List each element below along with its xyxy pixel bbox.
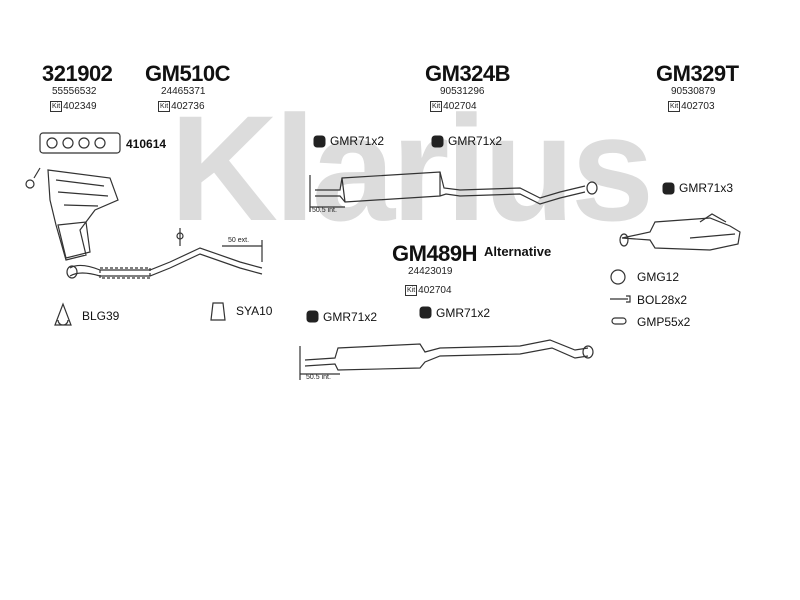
kit-gm329t: Kit 402703 <box>668 101 715 112</box>
gmr-label-top-right: GMR71x2 <box>448 134 503 148</box>
blg39-label: BLG39 <box>82 309 120 323</box>
dimension-50-ext: 50 ext. <box>228 237 250 244</box>
kit-number: 402349 <box>63 101 97 112</box>
kit-icon: Kit <box>158 101 171 112</box>
bol28x2-bolt-drawing <box>610 295 631 303</box>
part-code-gm329t: GM329T <box>656 61 739 86</box>
part-code-gm510c: GM510C <box>145 61 231 86</box>
kit-icon: Kit <box>668 101 681 112</box>
front-pipe-drawing <box>66 228 263 279</box>
oe-number-gm329t: 90530879 <box>671 86 716 97</box>
oe-number-321902: 55556532 <box>52 86 97 97</box>
manifold-catalyst-drawing <box>25 167 119 261</box>
manifold-gasket-drawing <box>39 132 121 154</box>
gmr-hanger-icon <box>662 182 675 195</box>
gmr-hanger-icon <box>313 135 326 148</box>
kit-321902: Kit 402349 <box>50 101 97 112</box>
kit-gm324b: Kit 402704 <box>430 101 477 112</box>
alternative-silencer-drawing <box>299 339 594 380</box>
kit-icon: Kit <box>50 101 63 112</box>
gmr-hanger-icon <box>306 310 319 323</box>
dimension-50-5-int-bottom: 50.5 int. <box>306 374 331 381</box>
alternative-label: Alternative <box>484 244 552 259</box>
middle-silencer-drawing <box>309 171 598 212</box>
oe-number-gm489h: 24423019 <box>408 266 453 277</box>
bol28x2-label: BOL28x2 <box>637 293 688 307</box>
gasket-410614-label: 410614 <box>126 137 167 151</box>
gmp55x2-clamp-drawing <box>611 317 627 325</box>
klarius-watermark: Klarius <box>170 100 655 240</box>
gmg12-ring-drawing <box>610 269 626 285</box>
oe-number-gm510c: 24465371 <box>161 86 206 97</box>
kit-icon: Kit <box>405 285 418 296</box>
kit-number: 402704 <box>443 101 477 112</box>
kit-icon: Kit <box>430 101 443 112</box>
dimension-50-5-int-top: 50.5 int. <box>312 207 337 214</box>
oe-number-gm324b: 90531296 <box>440 86 485 97</box>
svg-text:Klarius: Klarius <box>170 100 651 240</box>
part-code-321902: 321902 <box>42 61 113 86</box>
sya10-hanger-drawing <box>210 302 226 321</box>
gmr-label-mid-right: GMR71x2 <box>436 306 491 320</box>
kit-number: 402736 <box>171 101 205 112</box>
gmr-hanger-icon <box>419 306 432 319</box>
gmp55x2-label: GMP55x2 <box>637 315 691 329</box>
part-code-gm489h: GM489H <box>392 241 478 266</box>
sya10-label: SYA10 <box>236 304 273 318</box>
kit-gm510c: Kit 402736 <box>158 101 205 112</box>
gmr-label-329t: GMR71x3 <box>679 181 734 195</box>
rear-silencer-drawing <box>619 213 741 251</box>
gmr-hanger-icon <box>431 135 444 148</box>
gmr-label-top-left: GMR71x2 <box>330 134 385 148</box>
blg39-gasket-drawing <box>54 302 72 326</box>
kit-number: 402704 <box>418 285 452 296</box>
kit-number: 402703 <box>681 101 715 112</box>
gmg12-label: GMG12 <box>637 270 680 284</box>
gmr-label-mid-left: GMR71x2 <box>323 310 378 324</box>
kit-gm489h: Kit 402704 <box>405 285 452 296</box>
part-code-gm324b: GM324B <box>425 61 511 86</box>
